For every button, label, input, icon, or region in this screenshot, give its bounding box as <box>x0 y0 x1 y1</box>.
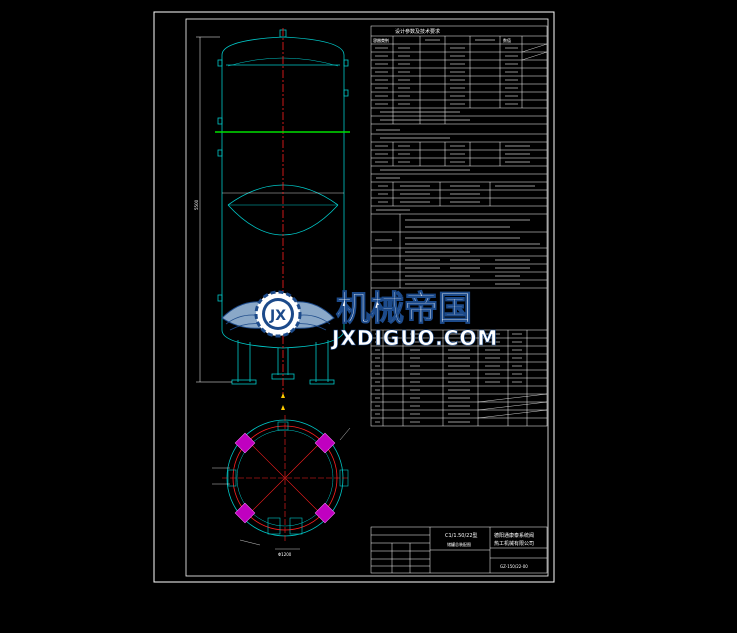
diameter-dimension-label: Φ1200 <box>278 552 292 557</box>
design-table-col1: 容器类别 <box>373 37 389 43</box>
drawing-name: C1/1.50/22型 <box>445 532 478 539</box>
drawing-inner-frame <box>185 18 549 577</box>
watermark-chinese-name: 机械帝国 <box>336 289 472 329</box>
design-table-header: 设计参数及技术要求 <box>395 28 440 35</box>
technical-table <box>370 25 548 427</box>
table-diagonal-marks <box>477 43 548 419</box>
table-text-marks <box>375 39 540 423</box>
top-view-leaders <box>212 427 351 550</box>
drawing-number: GZ-150/22-00 <box>500 564 528 569</box>
vessel-top-view <box>222 415 348 542</box>
company-name-line1: 德阳通康泰系统阀 <box>494 532 534 539</box>
gear-wings-logo-icon: JX <box>221 290 335 338</box>
company-name-line2: 热工机械有限公司 <box>494 540 534 547</box>
top-view-nozzles <box>227 421 349 535</box>
design-table-col2: 数值 <box>503 37 511 43</box>
title-block <box>370 526 548 574</box>
support-pads <box>234 432 336 524</box>
height-dimension-label: 5500 <box>194 199 199 210</box>
watermark-logo: JX 机械帝国 JXDIGUO.COM <box>221 289 498 350</box>
drawing-outer-frame <box>153 11 555 583</box>
drawing-subtitle: 储罐总装配图 <box>447 541 471 547</box>
watermark-domain: JXDIGUO.COM <box>330 326 498 350</box>
svg-text:JX: JX <box>269 308 286 324</box>
section-arrows <box>281 393 285 410</box>
